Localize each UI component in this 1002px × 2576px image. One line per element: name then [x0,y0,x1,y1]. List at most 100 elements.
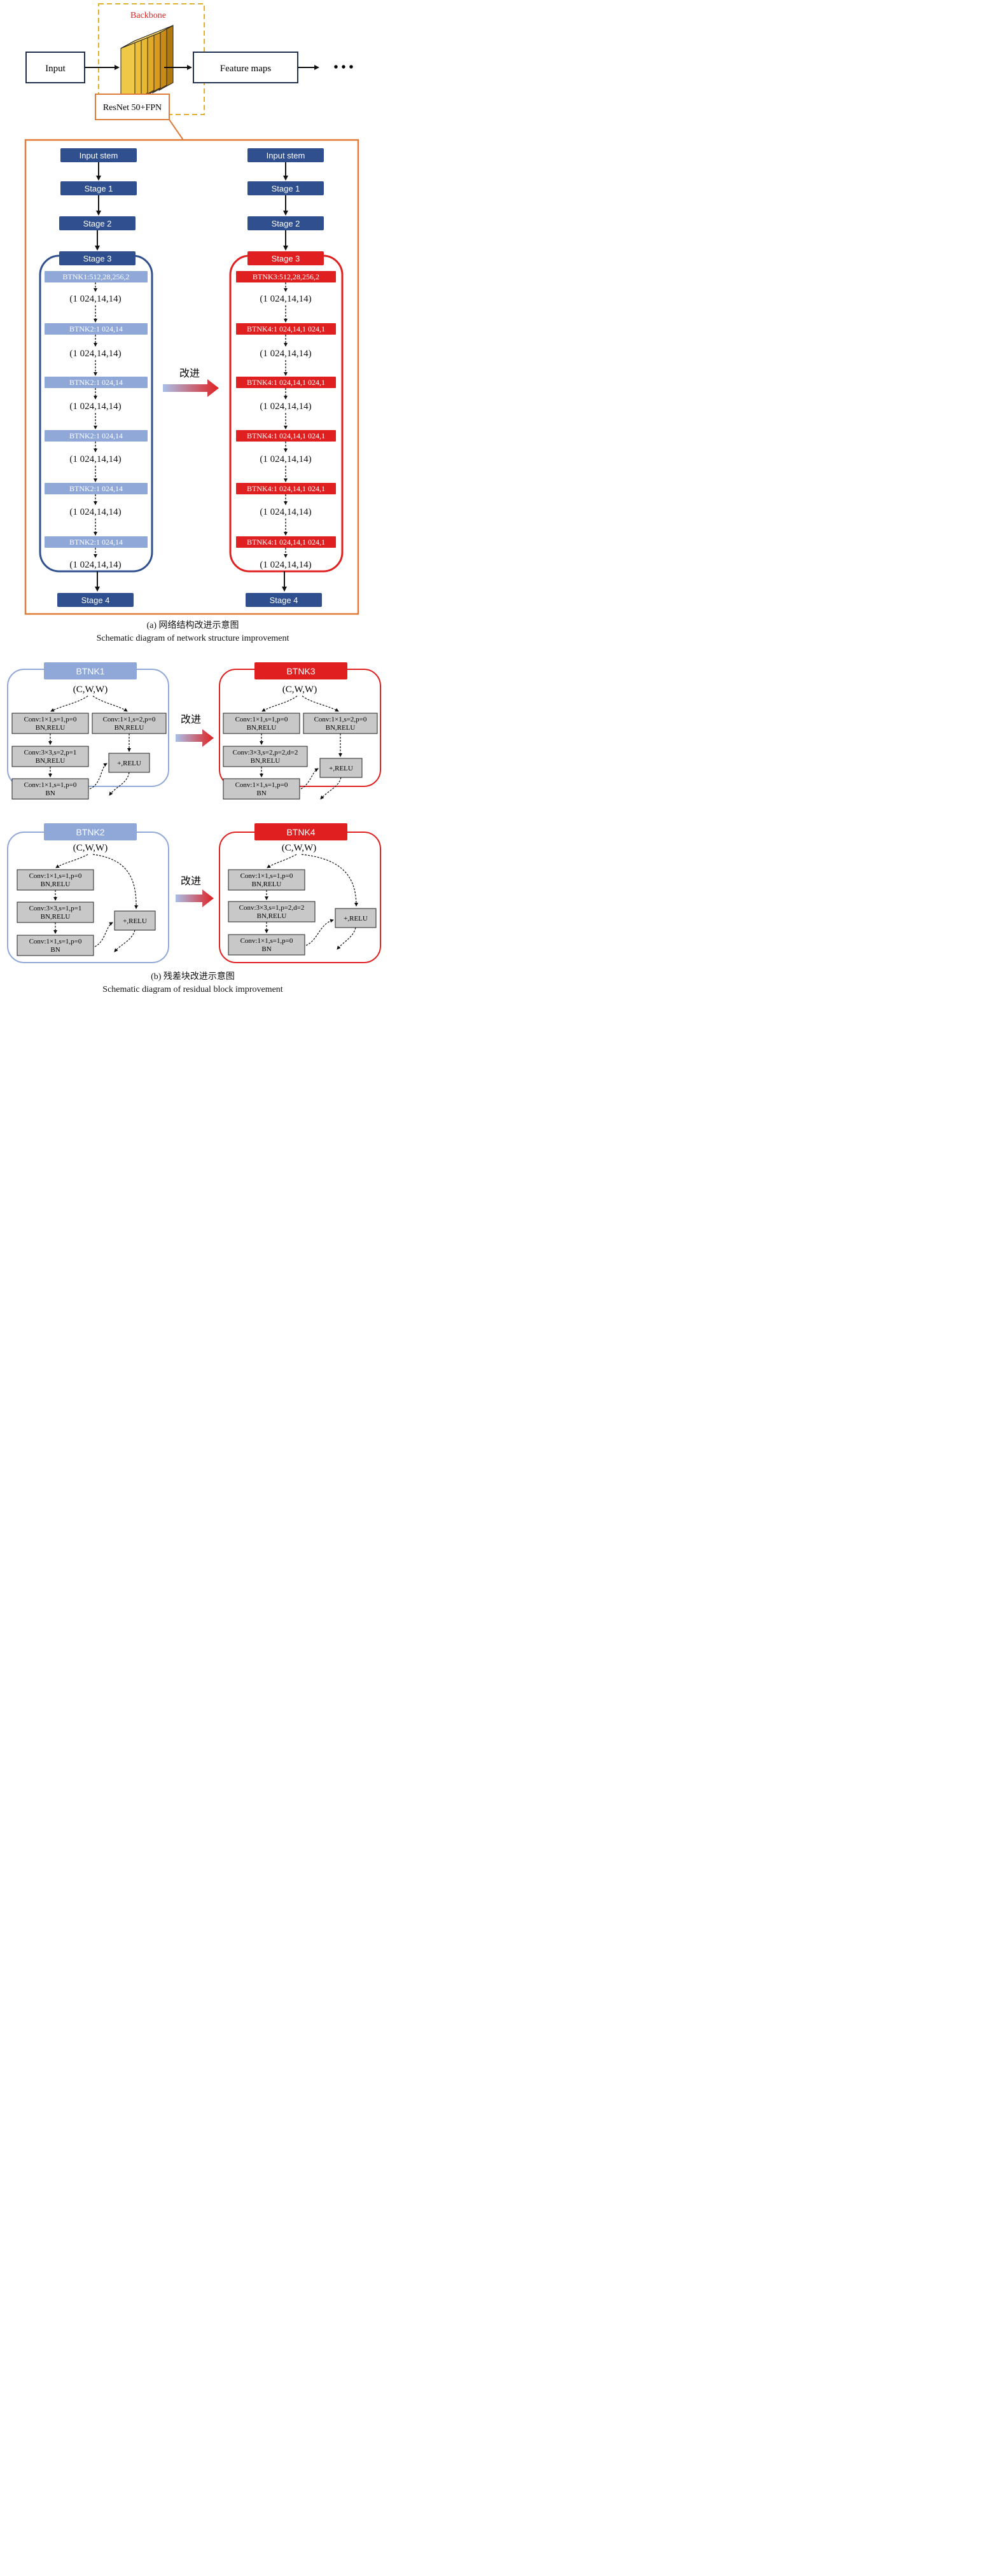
zoom-connector-line [169,119,184,141]
btnk4-conv2-line2: BN,RELU [257,912,287,920]
right-block-6-box [236,536,336,548]
btnk3-add-label: +,RELU [329,765,353,772]
btnk4-conv3-box [228,934,305,956]
block-btnk2: BTNK2 (C,W,W) Conv:1×1,s=1,p=0 BN,RELU C… [7,823,169,963]
btnk3-shortcut-line1: Conv:1×1,s=2,p=0 [314,716,367,723]
btnk4-conv1-line1: Conv:1×1,s=1,p=0 [240,872,293,880]
btnk2-title: BTNK2 [76,827,104,837]
btnk1-conv1-line2: BN,RELU [36,724,66,732]
btnk1-input: (C,W,W) [73,685,108,695]
btnk3-conv1-box [223,713,300,734]
btnk2-conv3-line1: Conv:1×1,s=1,p=0 [29,938,82,945]
btnk2-arrow-output [114,929,136,952]
left-block-2-box [45,323,148,335]
right-block-6-label: BTNK4:1 024,14,1 024,1 [247,538,325,547]
caption-a-zh: (a) 网络结构改进示意图 [146,621,239,630]
btnk2-arrow-skip [92,854,139,909]
btnk1-arrow-to-conv1 [50,695,88,712]
btnk4-conv2-line1: Conv:3×3,s=1,p=2,d=2 [239,904,305,912]
right-stage4-box [246,593,322,607]
left-shape-1-label: (1 024,14,14) [69,294,121,304]
right-block-1-box [236,271,336,282]
right-input-stem-box [247,148,324,162]
diagram-canvas: Backbone Input Feature maps • • • ResNet… [7,3,381,963]
left-stage4-label: Stage 4 [81,595,110,605]
btnk3-arrow-output [320,777,342,800]
btnk3-input: (C,W,W) [282,685,317,695]
right-stage1-box [247,181,324,195]
btnk2-input: (C,W,W) [73,843,108,853]
left-block-4-box [45,430,148,442]
btnk1-conv3-line1: Conv:1×1,s=1,p=0 [24,781,77,789]
btnk4-title-box [254,823,347,840]
right-stage1-label: Stage 1 [272,184,300,193]
btnk1-conv1-line1: Conv:1×1,s=1,p=0 [24,716,77,723]
btnk4-add-label: +,RELU [344,915,368,922]
feature-maps-label: Feature maps [220,64,272,74]
caption-b-zh: (b) 残差块改进示意图 [151,972,235,982]
left-block-stack: BTNK1:512,28,256,2 (1 024,14,14) BTNK2:1 0… [45,271,148,570]
btnk3-conv2-line1: Conv:3×3,s=2,p=2,d=2 [233,749,298,756]
btnk4-arrow-to-conv1 [267,854,297,868]
btnk3-conv2-line2: BN,RELU [251,757,281,765]
improve-arrow-a: 改进 [163,368,219,397]
btnk1-shortcut-line2: BN,RELU [115,724,144,732]
improve-arrow-b1: 改进 [176,714,214,747]
btnk3-shortcut-line2: BN,RELU [326,724,356,732]
resnet-box [95,94,170,120]
left-shape-4-label: (1 024,14,14) [69,454,121,464]
btnk1-add-box [108,753,150,773]
left-input-stem-box [60,148,137,162]
btnk1-conv3-box [11,778,89,800]
right-stage3-label: Stage 3 [272,254,300,263]
right-block-4-label: BTNK4:1 024,14,1 024,1 [247,431,325,440]
btnk1-conv3-line2: BN [45,790,55,797]
right-block-5-box [236,483,336,494]
btnk2-conv1-line2: BN,RELU [41,881,71,888]
btnk1-arrow-to-shortcut [92,695,128,712]
btnk1-title-box [44,662,137,679]
caption-b-en: Schematic diagram of residual block impr… [102,985,283,994]
btnk2-arrow-conv3-add [94,922,113,947]
btnk1-arrow-output [109,772,130,796]
caption-a-en: Schematic diagram of network structure i… [96,634,289,643]
improve-label-a: 改进 [179,368,200,379]
btnk4-arrow-output [337,927,356,950]
input-box [25,52,85,83]
improve-label-b1: 改进 [181,714,201,725]
left-block-1-label: BTNK1:512,28,256,2 [63,272,130,281]
left-shape-2-label: (1 024,14,14) [69,349,121,359]
btnk3-arrow-to-shortcut [302,695,339,712]
btnk4-conv1-line2: BN,RELU [252,881,282,888]
btnk4-title: BTNK4 [286,827,315,837]
right-input-stem-label: Input stem [267,151,305,160]
btnk2-conv1-line1: Conv:1×1,s=1,p=0 [29,872,82,880]
right-block-5-label: BTNK4:1 024,14,1 024,1 [247,484,325,493]
btnk3-add-box [319,758,363,778]
left-stage4-box [57,593,134,607]
right-block-3-label: BTNK4:1 024,14,1 024,1 [247,378,325,387]
right-shape-2-label: (1 024,14,14) [260,349,311,359]
btnk1-shortcut-line1: Conv:1×1,s=2,p=0 [103,716,156,723]
left-stage1-label: Stage 1 [85,184,113,193]
block-btnk1: BTNK1 (C,W,W) Conv:1×1,s=1,p=0 BN,RELU C… [7,662,169,800]
left-block-3-label: BTNK2:1 024,14 [69,378,123,387]
feature-maps-box [193,52,298,83]
btnk3-conv3-line1: Conv:1×1,s=1,p=0 [235,781,288,789]
network-structure-frame [24,139,359,615]
btnk1-conv2-box [11,746,89,767]
btnk1-conv2-line2: BN,RELU [36,757,66,765]
btnk2-conv3-box [17,935,94,956]
right-stage2-box [247,216,324,230]
btnk1-title: BTNK1 [76,666,104,676]
left-stage1-box [60,181,137,195]
left-input-stem-label: Input stem [80,151,118,160]
improve-label-b2: 改进 [181,875,201,887]
left-shape-6-label: (1 024,14,14) [69,560,121,570]
improve-arrow-b2: 改进 [176,875,214,907]
btnk4-conv3-line1: Conv:1×1,s=1,p=0 [240,937,293,945]
btnk2-add-label: +,RELU [123,917,147,925]
right-block-2-label: BTNK4:1 024,14,1 024,1 [247,324,325,333]
btnk3-title: BTNK3 [286,666,315,676]
left-block-1-box [45,271,148,282]
